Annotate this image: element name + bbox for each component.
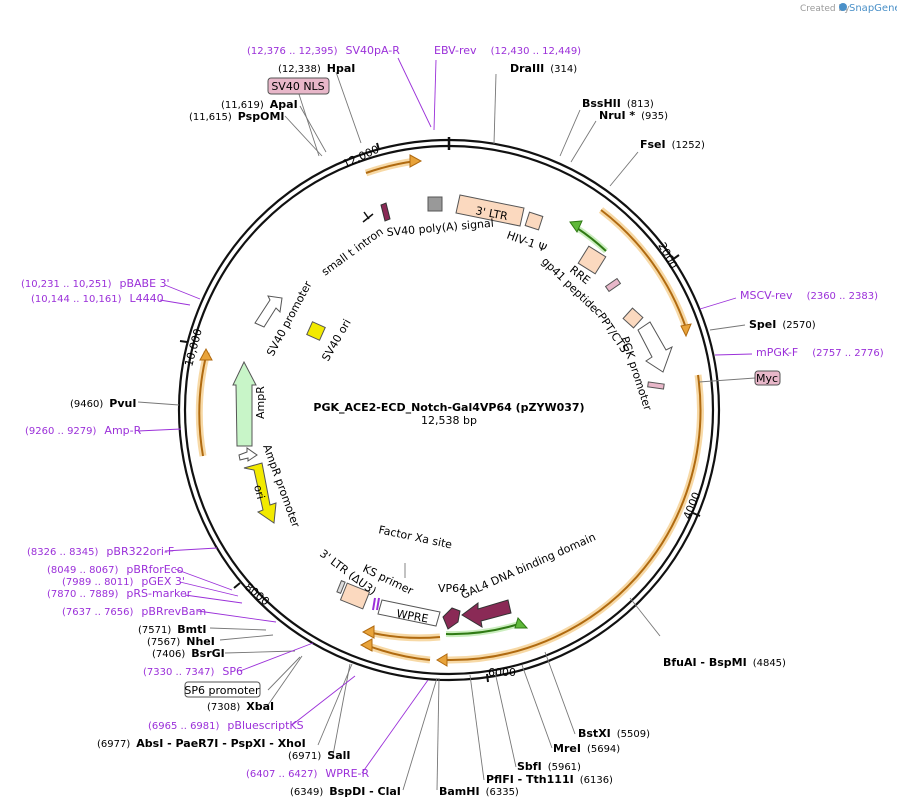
feature-3-ltr[interactable]: 3' LTR [474, 204, 509, 223]
feature-sv40-ori[interactable]: SV40 ori [319, 317, 353, 364]
feature-vp64[interactable]: VP64 [438, 582, 466, 595]
primer-prs-marker[interactable]: (7870 .. 7889)pRS-marker [47, 587, 192, 600]
primer-pgex3[interactable]: (7989 .. 8011)pGEX 3' [62, 575, 185, 588]
feature-ampr[interactable]: AmpR [254, 386, 267, 419]
site-bstxi[interactable]: BstXI(5509) [578, 727, 650, 740]
intron-mark [362, 211, 374, 223]
primer-mpgk-f[interactable]: mPGK-F(2757 .. 2776) [756, 346, 884, 359]
feature-factor-xa-site[interactable]: Factor Xa site [377, 523, 453, 551]
site-apai[interactable]: (11,619)ApaI [221, 98, 298, 111]
tick-label-6000: 6000 [488, 666, 516, 679]
primer-leader-lines [137, 57, 753, 774]
site-fsei[interactable]: FseI(1252) [640, 138, 705, 151]
site-bsrgi[interactable]: (7406)BsrGI [152, 647, 225, 660]
boxed-features: SV40 NLS Myc SP6 promoter [184, 77, 781, 698]
site-bsshii[interactable]: BssHII(813) [582, 97, 654, 110]
site-bmti[interactable]: (7571)BmtI [138, 623, 206, 636]
snapgene-logo-icon [839, 3, 847, 11]
plasmid-name: PGK_ACE2-ECD_Notch-Gal4VP64 (pZYW037) [313, 401, 584, 414]
primer-pbluescriptks[interactable]: (6965 .. 6981)pBluescriptKS [148, 719, 304, 732]
tick-label-8000: 8000 [242, 580, 272, 608]
leader-lines [137, 71, 756, 791]
site-sbfi[interactable]: SbfI(5961) [517, 760, 581, 773]
primer-mscv-rev[interactable]: MSCV-rev(2360 .. 2383) [740, 289, 878, 302]
site-hpai[interactable]: (12,338)HpaI [278, 62, 355, 75]
site-absi-xhoi[interactable]: (6977)AbsI - PaeR7I - PspXI - XhoI [97, 737, 306, 750]
site-mrei[interactable]: MreI(5694) [553, 742, 620, 755]
site-pvui[interactable]: (9460)PvuI [70, 397, 136, 410]
site-spei[interactable]: SpeI(2570) [749, 318, 816, 331]
site-bspdi-clai[interactable]: (6349)BspDI - ClaI [290, 785, 401, 798]
feature-gal4-dbd[interactable]: GAL4 DNA binding domain [459, 530, 598, 601]
orange-arrowheads [199, 154, 692, 667]
tick-marks [179, 142, 701, 683]
feature-myc[interactable]: Myc [756, 372, 778, 385]
feature-small-t-intron[interactable]: small t intron [319, 225, 386, 278]
site-bamhi[interactable]: BamHI(6335) [439, 785, 519, 798]
restriction-sites-right: DraIII(314) BssHII(813) NruI *(935) FseI… [439, 62, 816, 798]
credit-prefix: Created by [800, 4, 850, 14]
primer-pbabe3[interactable]: (10,231 .. 10,251)pBABE 3' [21, 277, 170, 290]
feature-ori[interactable]: ori [251, 484, 267, 501]
primer-l4440[interactable]: (10,144 .. 10,161)L4440 [31, 292, 164, 305]
site-xbai[interactable]: (7308)XbaI [207, 700, 274, 713]
restriction-sites-left: (6349)BspDI - ClaI (6971)SalI (6977)AbsI… [70, 62, 401, 798]
primer-pbrrevbam[interactable]: (7637 .. 7656)pBRrevBam [62, 605, 206, 618]
site-sali[interactable]: (6971)SalI [288, 749, 350, 762]
feature-sv40-nls[interactable]: SV40 NLS [271, 80, 324, 93]
feature-sv40-polya[interactable]: SV40 poly(A) signal [386, 217, 494, 239]
green-feature-arcs [445, 220, 609, 638]
feature-hiv1-psi[interactable]: HIV-1 Ψ [505, 229, 549, 256]
feature-sv40-promoter[interactable]: SV40 promoter [264, 279, 315, 359]
plasmid-length: 12,538 bp [421, 414, 477, 427]
primer-sp6[interactable]: (7330 .. 7347)SP6 [143, 665, 243, 678]
feature-sp6-promoter[interactable]: SP6 promoter [184, 684, 260, 697]
site-pflfi-tth111i[interactable]: PflFI - Tth111I(6136) [486, 773, 613, 786]
backbone [177, 137, 721, 682]
site-nrui[interactable]: NruI *(935) [599, 109, 668, 122]
primer-pbrforeco[interactable]: (8049 .. 8067)pBRforEco [47, 563, 184, 576]
feature-wpre[interactable]: WPRE [395, 607, 429, 625]
primer-ebv-rev[interactable]: EBV-rev(12,430 .. 12,449) [434, 44, 581, 57]
credit-brand: SnapGene [849, 3, 897, 14]
primer-amp-r[interactable]: (9260 .. 9279)Amp-R [25, 424, 142, 437]
primer-sv40pa-r[interactable]: (12,376 .. 12,395)SV40pA-R [247, 44, 400, 57]
site-pspomi[interactable]: (11,615)PspOMI [189, 110, 284, 123]
site-draiii[interactable]: DraIII(314) [510, 62, 577, 75]
primer-wpre-r[interactable]: (6407 .. 6427)WPRE-R [246, 767, 369, 780]
inner-features [232, 194, 673, 630]
primer-labels: (12,376 .. 12,395)SV40pA-R EBV-rev(12,43… [21, 44, 884, 780]
primer-pbr322ori-f[interactable]: (8326 .. 8345)pBR322ori-F [27, 545, 174, 558]
site-bfuai-bspmi[interactable]: BfuAI - BspMI(4845) [663, 656, 786, 669]
site-nhei[interactable]: (7567)NheI [147, 635, 215, 648]
